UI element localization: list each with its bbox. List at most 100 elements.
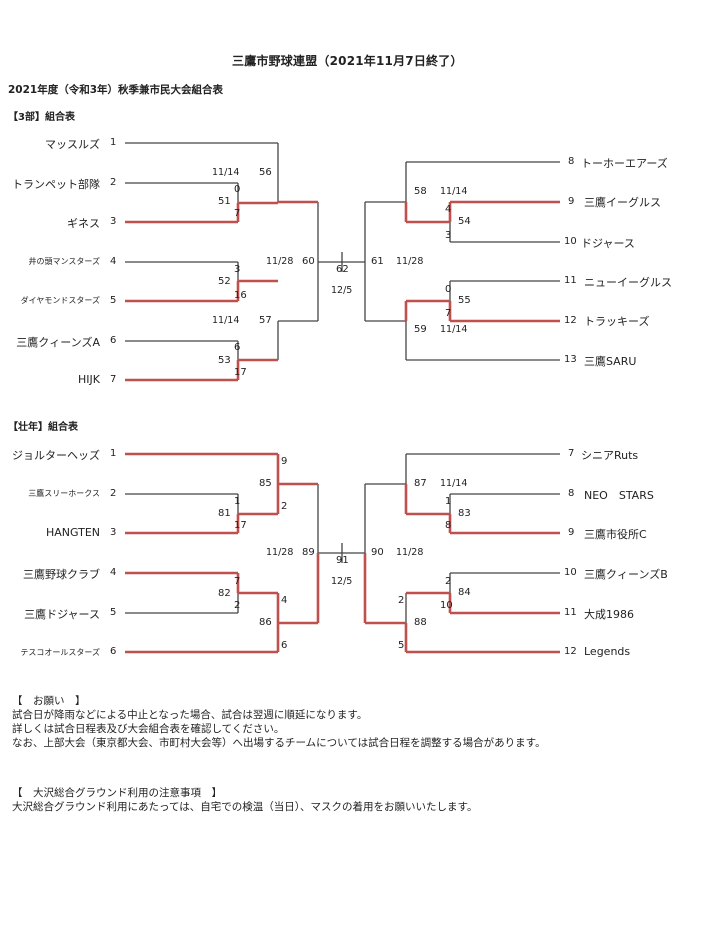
game-date: 12/5 — [331, 576, 353, 587]
team-name: 三鷹クィーンズA — [16, 336, 100, 349]
team-seed: 11 — [564, 607, 577, 618]
score: 3 — [445, 230, 452, 241]
game-number: 55 — [458, 295, 471, 306]
game-date: 11/28 — [396, 547, 424, 558]
notes-line: 試合日が降雨などによる中止となった場合、試合は翌週に順延になります。 — [12, 709, 368, 721]
team-name: テスコオールスターズ — [20, 648, 100, 657]
game-date: 11/14 — [440, 478, 468, 489]
score: 7 — [234, 576, 241, 587]
game-date: 11/14 — [440, 186, 468, 197]
team-seed: 11 — [564, 275, 577, 286]
game-date: 11/28 — [396, 256, 424, 267]
team-name: トーホーエアーズ — [581, 157, 668, 170]
team-name: シニアRuts — [581, 449, 639, 462]
team-seed: 7 — [110, 374, 117, 385]
team-seed: 9 — [568, 196, 575, 207]
game-number: 56 — [259, 167, 272, 178]
team-name: NEO STARS — [584, 489, 654, 502]
team-name: Legends — [584, 645, 631, 658]
notes-heading: 【 お願い 】 — [12, 695, 86, 707]
game-number: 52 — [218, 276, 231, 287]
score: 9 — [281, 456, 288, 467]
game-number: 62 — [336, 264, 349, 275]
div3-header: 【3部】組合表 — [8, 112, 75, 123]
team-name: 三鷹クィーンズB — [584, 568, 668, 581]
team-seed: 2 — [110, 488, 117, 499]
game-number: 83 — [458, 508, 471, 519]
team-seed: 10 — [564, 567, 577, 578]
score: 8 — [445, 520, 452, 531]
team-seed: 9 — [568, 527, 575, 538]
score: 4 — [281, 595, 288, 606]
game-number: 60 — [302, 256, 315, 267]
score: 2 — [234, 600, 241, 611]
game-date: 12/5 — [331, 285, 353, 296]
score: 2 — [281, 501, 288, 512]
team-name: ダイヤモンドスターズ — [20, 296, 100, 305]
team-seed: 4 — [110, 256, 117, 267]
notes-heading: 【 大沢総合グラウンド利用の注意事項 】 — [12, 787, 222, 799]
notes-line: なお、上部大会（東京都大会、市町村大会等）へ出場するチームについては試合日程を調… — [12, 737, 546, 749]
score: 10 — [440, 600, 453, 611]
score: 7 — [445, 308, 452, 319]
game-number: 87 — [414, 478, 427, 489]
score: 6 — [234, 342, 241, 353]
game-date: 11/28 — [266, 547, 294, 558]
score: 16 — [234, 290, 247, 301]
team-seed: 7 — [568, 448, 575, 459]
score: 17 — [234, 520, 247, 531]
team-seed: 6 — [110, 335, 117, 346]
game-number: 86 — [259, 617, 272, 628]
team-name: トランペット部隊 — [12, 178, 100, 191]
score: 17 — [234, 367, 247, 378]
team-name: 三鷹ドジャース — [24, 608, 100, 621]
game-number: 51 — [218, 196, 231, 207]
team-seed: 12 — [564, 315, 577, 326]
score: 5 — [398, 640, 405, 651]
team-name: HANGTEN — [45, 526, 100, 539]
team-seed: 6 — [110, 646, 117, 657]
team-name: マッスルズ — [45, 138, 100, 151]
team-name: 三鷹市役所C — [584, 528, 647, 541]
score: 1 — [445, 496, 452, 507]
team-seed: 2 — [110, 177, 117, 188]
game-number: 58 — [414, 186, 427, 197]
team-seed: 5 — [110, 295, 117, 306]
team-seed: 10 — [564, 236, 577, 247]
team-name: 三鷹野球クラブ — [23, 568, 100, 581]
team-name: 大成1986 — [584, 608, 634, 621]
game-number: 90 — [371, 547, 384, 558]
team-name: 三鷹イーグルス — [584, 196, 661, 209]
team-seed: 1 — [110, 448, 117, 459]
score: 0 — [234, 184, 241, 195]
game-number: 84 — [458, 587, 471, 598]
team-seed: 8 — [568, 488, 575, 499]
page-title: 三鷹市野球連盟（2021年11月7日終了） — [232, 54, 463, 68]
game-number: 89 — [302, 547, 315, 558]
team-seed: 3 — [110, 216, 117, 227]
notes-line: 大沢総合グラウンド利用にあたっては、自宅での検温（当日）、マスクの着用をお願いい… — [12, 801, 478, 813]
team-name: ジョルターヘッズ — [12, 449, 100, 462]
score: 2 — [445, 576, 452, 587]
score: 0 — [445, 284, 452, 295]
team-seed: 4 — [110, 567, 117, 578]
game-number: 61 — [371, 256, 384, 267]
score: 6 — [281, 640, 288, 651]
game-number: 59 — [414, 324, 427, 335]
team-name: ニューイーグルス — [584, 276, 672, 289]
team-name: ギネス — [67, 217, 100, 230]
team-name: 三鷹SARU — [584, 355, 637, 368]
game-number: 54 — [458, 216, 471, 227]
game-number: 88 — [414, 617, 427, 628]
team-seed: 3 — [110, 527, 117, 538]
notes-line: 詳しくは試合日程表及び大会組合表を確認してください。 — [12, 723, 285, 735]
score: 4 — [445, 204, 452, 215]
game-number: 82 — [218, 588, 231, 599]
score: 1 — [234, 496, 241, 507]
veteran-header: 【壮年】組合表 — [8, 422, 78, 433]
score: 3 — [234, 264, 241, 275]
team-seed: 12 — [564, 646, 577, 657]
team-name: トラッキーズ — [584, 315, 650, 328]
team-seed: 5 — [110, 607, 117, 618]
